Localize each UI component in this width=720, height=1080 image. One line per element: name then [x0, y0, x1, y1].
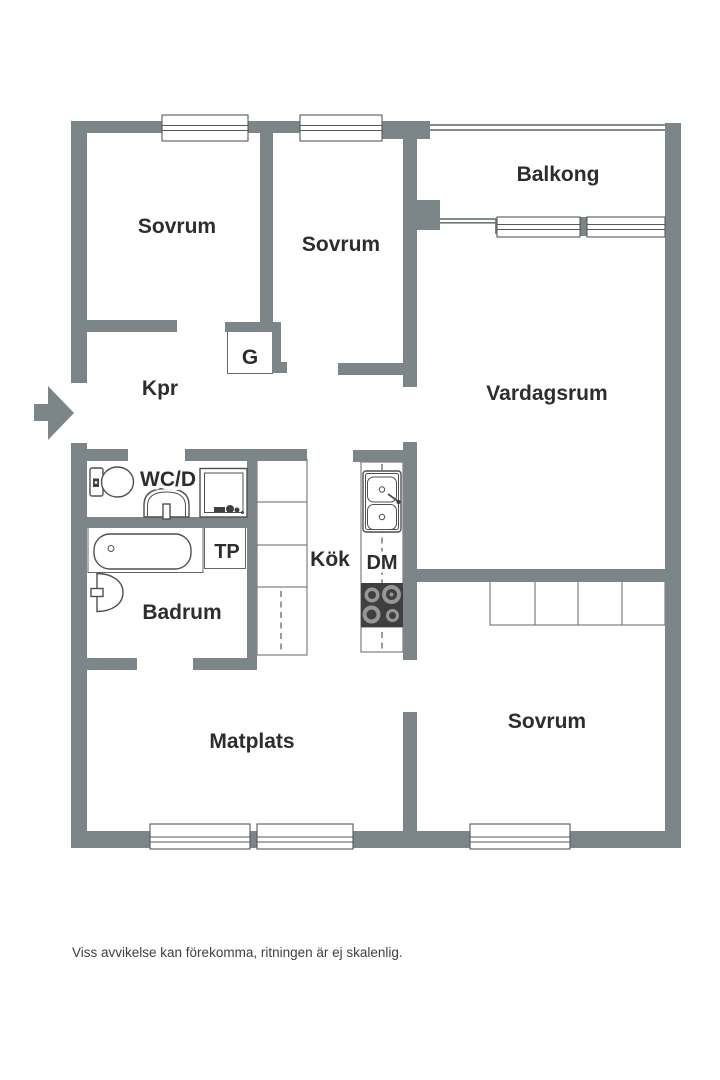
- window-frame: [161, 114, 249, 142]
- wall-wc-kitchen-top: [185, 449, 307, 461]
- balcony-railing: [430, 124, 665, 224]
- wc-sink-icon: [143, 487, 190, 520]
- entry-arrow-icon: [34, 386, 74, 440]
- wall-segment-top-junction: [382, 121, 430, 139]
- closet-label-dm: DM: [366, 552, 397, 574]
- window-frame: [299, 114, 383, 142]
- sink-basin: [143, 487, 190, 518]
- bathtub-icon: [93, 533, 192, 570]
- wall-segment-left-lower: [71, 443, 87, 848]
- wall-wc-bathroom-divider: [71, 517, 257, 528]
- windows: [149, 114, 666, 850]
- shower-drain-dot: [241, 511, 244, 514]
- stove-burner-center: [366, 609, 377, 620]
- closet-g-box: [227, 331, 273, 374]
- window-matplats-right: [256, 823, 354, 850]
- sink-basin-bottom: [367, 504, 397, 530]
- stove-burner-center: [389, 612, 396, 619]
- closet-label-g: G: [242, 346, 258, 369]
- sink-drain: [378, 513, 386, 521]
- wall-kitchen-right: [403, 442, 417, 660]
- room-label-matplats: Matplats: [209, 730, 294, 753]
- basin-tap: [90, 587, 104, 598]
- wall-sink-column-top: [353, 450, 417, 462]
- shower-icon: [199, 467, 248, 518]
- window-frame: [496, 216, 581, 238]
- wall-segment-right: [665, 123, 681, 848]
- room-labels: Sovrum Sovrum Balkong Vardagsrum Kpr G W…: [137, 163, 608, 753]
- closet-label-tp: TP: [214, 541, 240, 563]
- window-frame: [586, 216, 666, 238]
- dryer-cabinet-box: [204, 527, 246, 569]
- wall-bedroom-divider: [260, 121, 273, 325]
- bathroom-sink-icon: [90, 572, 124, 613]
- shower-handle: [214, 507, 225, 512]
- sink-faucet-knob: [396, 500, 401, 504]
- room-label-kok: Kök: [310, 548, 350, 571]
- fixtures: [89, 466, 403, 627]
- wall-bathroom-right: [247, 449, 257, 660]
- wall-hall-top: [71, 449, 128, 461]
- wall-closet-right: [272, 332, 281, 373]
- window-bedroom3: [469, 823, 571, 850]
- shower-tray-inner: [204, 472, 244, 513]
- room-label-wcd: WC/D: [140, 468, 196, 491]
- room-label-sovrum-1: Sovrum: [138, 215, 216, 238]
- wall-bedroom2-right: [403, 139, 417, 387]
- room-label-vardagsrum: Vardagsrum: [486, 382, 607, 405]
- sink-drain: [378, 486, 386, 493]
- sink-tap: [162, 503, 171, 520]
- toilet-bowl: [100, 466, 135, 498]
- wall-bathroom-bottom-left: [71, 658, 137, 670]
- window-bedroom2: [299, 114, 383, 142]
- disclaimer-text: Viss avvikelse kan förekomma, ritningen …: [72, 945, 403, 960]
- wall-closet-top: [225, 322, 281, 332]
- stove-burner-dot: [389, 592, 394, 597]
- wall-segment-left-upper: [71, 121, 87, 383]
- stove-burner-center: [368, 591, 376, 599]
- room-label-sovrum-3: Sovrum: [508, 710, 586, 733]
- bathtub-drain: [107, 545, 115, 552]
- wall-bedroom1-bottom: [87, 320, 177, 332]
- basin-body: [96, 572, 124, 613]
- wardrobe-row: [489, 580, 666, 626]
- window-balcony-right: [586, 216, 666, 238]
- wall-bedroom3-left: [403, 712, 417, 836]
- room-label-sovrum-2: Sovrum: [302, 233, 380, 256]
- wall-balcony-corner: [417, 200, 440, 230]
- wall-closet-foot: [272, 362, 287, 373]
- room-label-kpr: Kpr: [142, 377, 178, 400]
- counter-outline: [256, 458, 308, 656]
- room-label-badrum: Badrum: [142, 601, 221, 624]
- kitchen-sink-icon: [362, 470, 402, 533]
- toilet-icon: [89, 466, 135, 498]
- sink-inner-line: [147, 491, 186, 517]
- bathtub-body: [93, 533, 192, 570]
- stove-icon: [361, 583, 403, 627]
- wall-balcony-pier: [580, 217, 587, 236]
- wall-bathroom-bottom-right: [193, 658, 257, 670]
- kitchen-counter-left: [256, 458, 308, 656]
- wall-bedroom2-bottom: [338, 363, 403, 375]
- window-balcony-left: [496, 216, 581, 238]
- shower-knob-small: [234, 507, 240, 513]
- window-matplats-left: [149, 823, 251, 850]
- shower-knob: [226, 505, 234, 513]
- toilet-flush-dot: [94, 481, 98, 484]
- room-label-balkong: Balkong: [517, 163, 600, 186]
- sink-basin-top: [367, 476, 397, 503]
- wall-livingroom-bottom: [415, 569, 665, 582]
- window-bedroom1: [161, 114, 249, 142]
